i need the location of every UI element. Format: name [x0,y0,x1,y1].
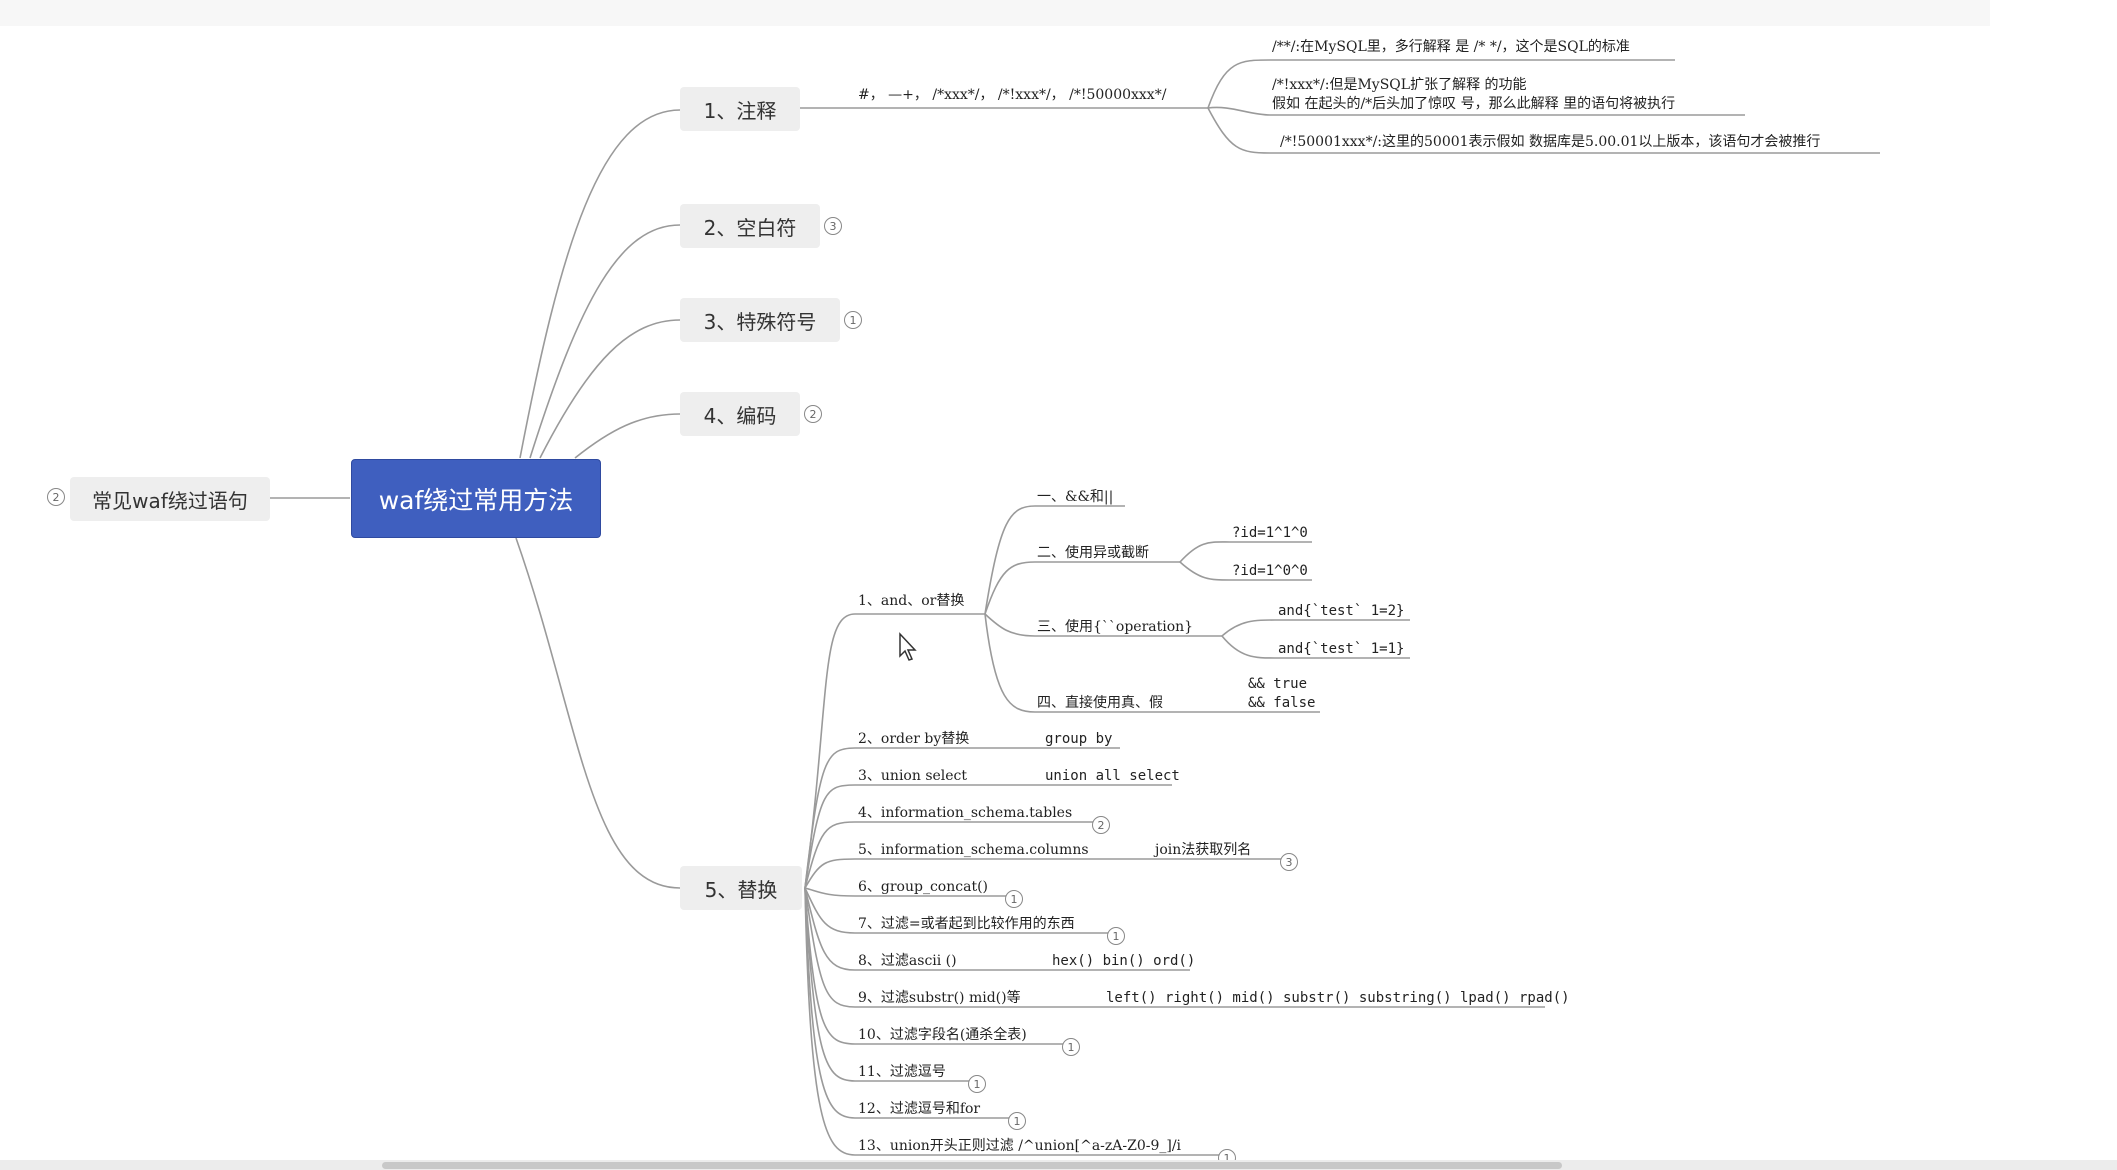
branch-comment-label: 1、注释 [703,98,777,123]
connector-i2 [804,747,1120,889]
connector-i3 [804,784,1172,889]
top-band [0,0,1990,26]
replace-item-12[interactable]: 12、过滤逗号和for [858,1101,981,1117]
connector-i13 [804,887,1225,1156]
connector-i4 [804,821,1100,889]
and-or-sub-2a[interactable]: ?id=1^1^0 [1232,525,1308,541]
connector-i5 [804,858,1283,889]
replace-item-5[interactable]: 5、information_schema.columns [858,842,1089,858]
replace-item-9-extra[interactable]: left() right() mid() substr() substring(… [1106,990,1570,1006]
root-node[interactable]: waf绕过常用方法 [351,459,601,538]
replace-item-9[interactable]: 9、过滤substr() mid()等 [858,990,1021,1006]
left-node[interactable]: 常见waf绕过语句 [70,477,270,521]
replace-item-1[interactable]: 1、and、or替换 [858,593,965,609]
and-or-sub-2[interactable]: 二、使用异或截断 [1037,545,1149,561]
connector-detail-2 [1207,106,1745,116]
comment-detail-4[interactable]: /*!50001xxx*/:这里的50001表示假如 数据库是5.00.01以上… [1280,134,1821,150]
and-or-sub-4[interactable]: 四、直接使用真、假 [1037,695,1163,711]
replace-item-3[interactable]: 3、union select [858,768,968,784]
branch-whitespace-badge[interactable]: 3 [824,217,842,235]
comment-sub[interactable]: #， —+， /*xxx*/， /*!xxx*/， /*!50000xxx*/ [858,87,1167,103]
replace-item-10-badge[interactable]: 1 [1062,1038,1080,1056]
branch-special[interactable]: 3、特殊符号 [680,298,840,342]
replace-item-5-extra[interactable]: join法获取列名 [1155,842,1252,858]
comment-detail-1[interactable]: /**/:在MySQL里，多行解释 是 /* */，这个是SQL的标准 [1272,39,1630,55]
branch-comment[interactable]: 1、注释 [680,87,800,131]
connector-i7 [804,887,1110,934]
replace-item-4[interactable]: 4、information_schema.tables [858,805,1073,821]
connector-s3b [1221,635,1410,659]
branch-encoding[interactable]: 4、编码 [680,392,800,436]
connector-special [539,319,681,459]
root-label: waf绕过常用方法 [378,485,574,515]
connector-s3 [984,613,1222,637]
replace-item-6[interactable]: 6、group_concat() [858,879,988,895]
and-or-sub-4b[interactable]: && false [1248,695,1316,711]
and-or-sub-3b[interactable]: and{`test` 1=1} [1278,641,1405,657]
connector-s2 [984,561,1180,615]
connector-s4 [984,613,1195,713]
connector-s2b [1179,561,1312,581]
replace-item-2-extra[interactable]: group by [1045,731,1113,747]
replace-item-11-badge[interactable]: 1 [968,1075,986,1093]
replace-item-11[interactable]: 11、过滤逗号 [858,1064,946,1080]
replace-item-8[interactable]: 8、过滤ascii () [858,953,957,969]
left-node-label: 常见waf绕过语句 [92,488,248,513]
connector-s1 [984,505,1125,615]
branch-whitespace-label: 2、空白符 [703,215,797,240]
connector-i11 [804,887,975,1082]
and-or-sub-2b[interactable]: ?id=1^0^0 [1232,563,1308,579]
branch-replace-label: 5、替换 [704,877,778,902]
branch-replace[interactable]: 5、替换 [680,866,802,910]
replace-item-13[interactable]: 13、union开头正则过滤 /^union[^a-zA-Z0-9_]/i [858,1138,1182,1154]
mouse-cursor-icon [899,632,917,661]
replace-item-4-badge[interactable]: 2 [1092,816,1110,834]
connector-i6 [804,887,1010,897]
replace-item-5-badge[interactable]: 3 [1280,853,1298,871]
connector-comment [519,109,681,459]
and-or-sub-4a[interactable]: && true [1248,676,1308,692]
replace-item-10[interactable]: 10、过滤字段名(通杀全表) [858,1027,1027,1043]
connector-i9 [804,887,1545,1008]
replace-item-7[interactable]: 7、过滤=或者起到比较作用的东西 [858,916,1075,932]
replace-item-3-extra[interactable]: union all select [1045,768,1180,784]
connector-i8 [804,887,1190,971]
left-node-badge[interactable]: 2 [47,488,65,506]
replace-item-2[interactable]: 2、order by替换 [858,731,970,747]
and-or-sub-3[interactable]: 三、使用{``operation} [1037,619,1194,635]
branch-encoding-badge[interactable]: 2 [804,405,822,423]
replace-item-8-extra[interactable]: hex() bin() ord() [1052,953,1196,969]
connector-replace [515,537,681,889]
replace-item-7-badge[interactable]: 1 [1107,927,1125,945]
scrollbar-thumb[interactable] [382,1162,1562,1169]
replace-item-12-badge[interactable]: 1 [1008,1112,1026,1130]
branch-whitespace[interactable]: 2、空白符 [680,204,820,248]
branch-special-badge[interactable]: 1 [844,311,862,329]
connector-s2a [1179,541,1312,563]
comment-detail-3[interactable]: 假如 在起头的/*后头加了惊叹 号，那么此解释 里的语句将被执行 [1272,96,1676,112]
connector-encoding [574,413,681,459]
connector-i12 [804,887,1015,1119]
branch-special-label: 3、特殊符号 [703,309,817,334]
right-panel [1990,0,2117,1170]
and-or-sub-3a[interactable]: and{`test` 1=2} [1278,603,1405,619]
and-or-sub-1[interactable]: 一、&&和|| [1037,489,1114,505]
comment-detail-2[interactable]: /*!xxx*/:但是MySQL扩张了解释 的功能 [1272,77,1527,93]
connector-whitespace [529,224,681,459]
connector-s3a [1221,619,1410,637]
connector-detail-3 [1207,107,1880,154]
branch-encoding-label: 4、编码 [703,403,777,428]
connector-detail-1 [1207,59,1675,109]
replace-item-6-badge[interactable]: 1 [1005,890,1023,908]
